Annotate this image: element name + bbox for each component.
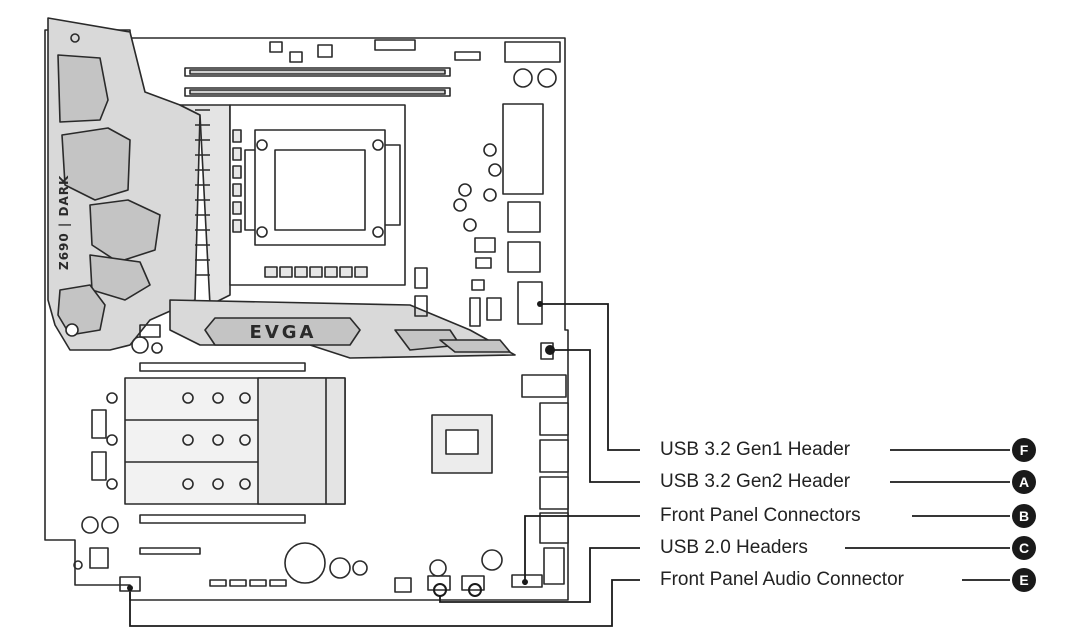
io-shroud-panel-1 [57, 54, 109, 123]
io-shroud-panel-3 [89, 199, 161, 263]
model-logo: Z690 | DARK [57, 175, 71, 270]
reset-button [537, 68, 557, 88]
atx-24pin [502, 103, 544, 195]
right-sata-stack-3 [539, 476, 569, 510]
io-shroud-screw [65, 323, 79, 337]
front-panel-header-component [511, 574, 543, 588]
usb20-header-b [461, 575, 485, 591]
callout-badge-C: C [1012, 536, 1036, 560]
callout-badge-E: E [1012, 568, 1036, 592]
sata-port-1 [507, 201, 541, 233]
callout-label-front-panel: Front Panel Connectors [660, 505, 861, 526]
io-shroud-panel-2 [61, 127, 131, 201]
m2-heatsink-right [257, 377, 346, 505]
callout-label-usb32-gen1: USB 3.2 Gen1 Header [660, 439, 851, 460]
io-shroud-panel-4 [89, 254, 151, 301]
callout-label-front-audio: Front Panel Audio Connector [660, 569, 904, 590]
usb20-header-component [543, 547, 565, 585]
power-button [513, 68, 533, 88]
leader-line-F [540, 303, 1010, 451]
callout-label-usb20: USB 2.0 Headers [660, 537, 808, 558]
pcie-slot-bottom [139, 514, 306, 524]
debug-led-display [504, 41, 561, 63]
evga-plate [204, 317, 361, 346]
evga-logo: EVGA [250, 322, 317, 343]
io-shroud-panel-5 [57, 284, 106, 336]
cmos-battery [284, 542, 326, 584]
leader-line-E [129, 579, 1010, 627]
bridge-segment-2 [439, 339, 511, 353]
right-side-connector [521, 374, 567, 398]
leader-line-C [439, 547, 1010, 603]
usb20-header-a [427, 575, 451, 591]
callout-badge-F: F [1012, 438, 1036, 462]
vrm-fins [195, 109, 210, 276]
cpu-vrm-chokes [232, 129, 368, 278]
callout-label-usb32-gen2: USB 3.2 Gen2 Header [660, 471, 851, 492]
right-sata-stack-1 [539, 402, 569, 436]
vrm-heatsink [179, 104, 231, 306]
callout-badge-A: A [1012, 470, 1036, 494]
leader-line-A [550, 349, 1010, 483]
top-header-2 [454, 51, 481, 61]
right-sata-stack-4 [539, 512, 569, 544]
leader-line-B [524, 515, 1010, 585]
callout-badge-B: B [1012, 504, 1036, 528]
m2-screws [106, 392, 251, 490]
pcie-slot-top [139, 362, 306, 372]
sata-port-2 [507, 241, 541, 273]
right-sata-stack-2 [539, 439, 569, 473]
top-header-1 [374, 39, 416, 51]
cpu-socket-inner [274, 149, 366, 231]
